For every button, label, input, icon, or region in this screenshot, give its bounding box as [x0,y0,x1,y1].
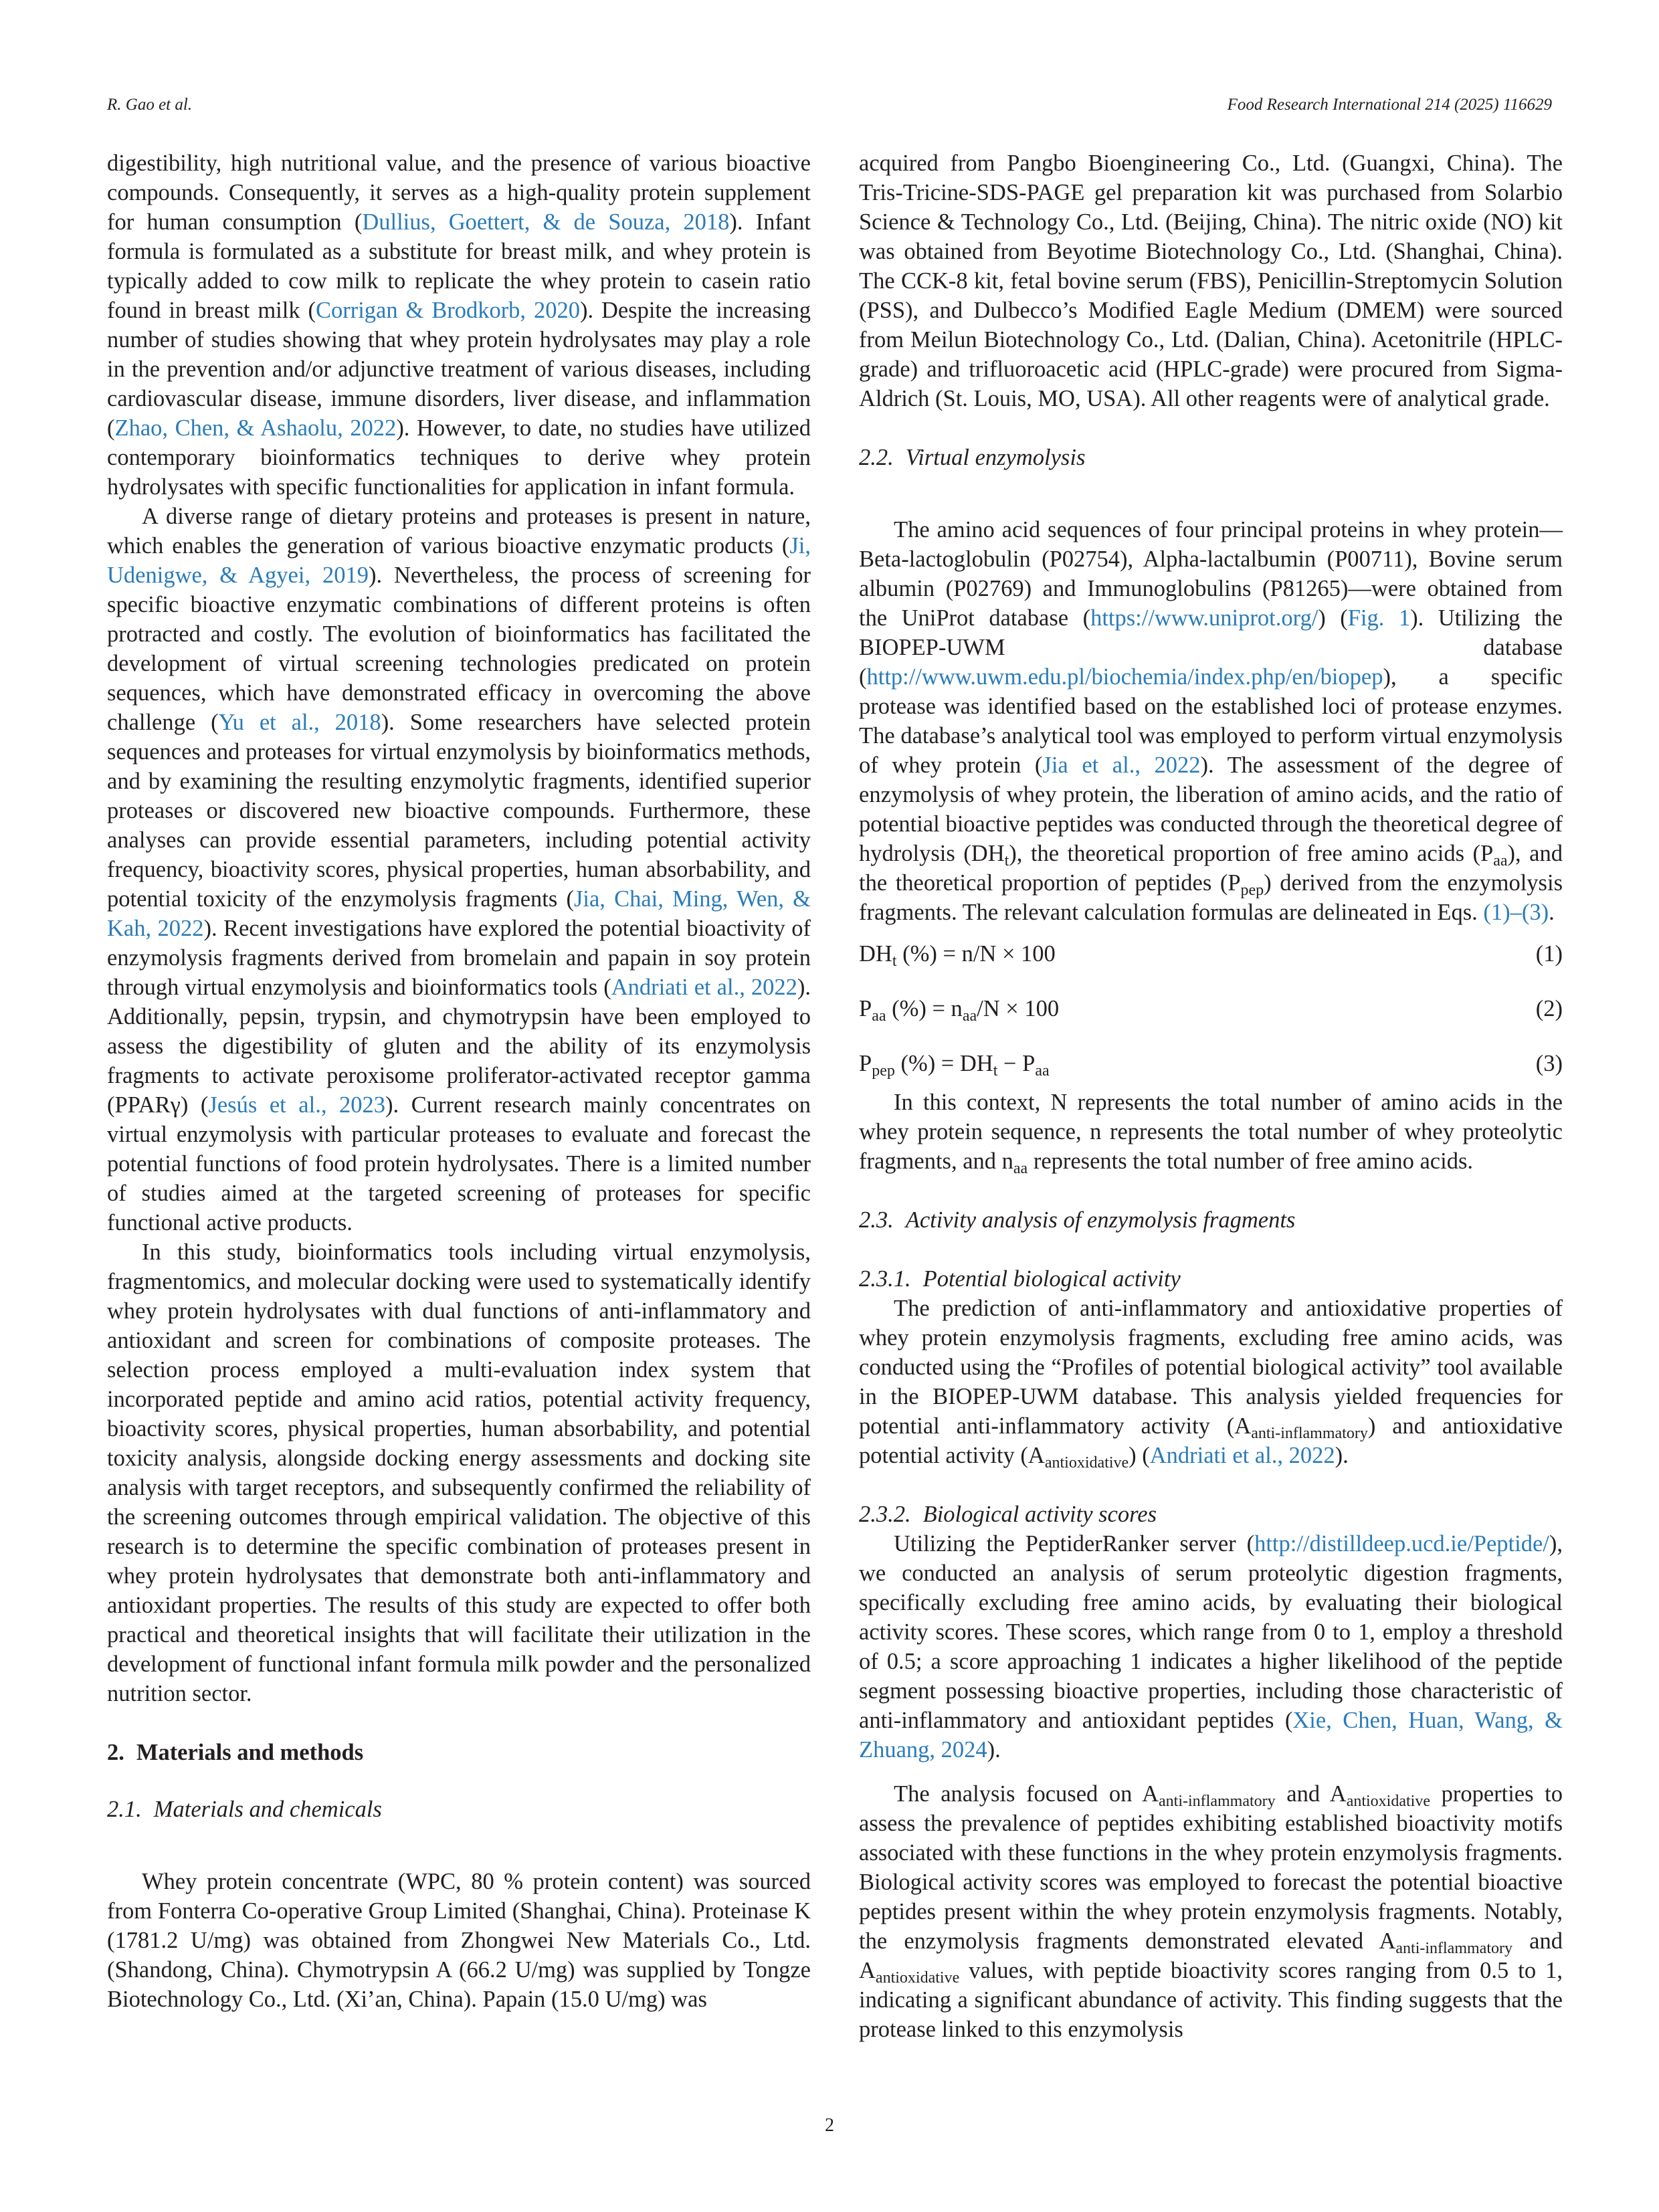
paragraph-materials-continued: acquired from Pangbo Bioengineering Co.,… [859,150,1563,411]
peptideranker-link[interactable]: http://distilldeep.ucd.ie/Peptide/ [1254,1531,1549,1556]
citation-link[interactable]: Ji, Udenigwe, & Agyei, 2019 [107,533,811,588]
subsection-heading-virtual-enzymolysis: 2.2.Virtual enzymolysis [859,445,1086,470]
citation-link[interactable]: Andriati et al., 2022 [1149,1443,1335,1468]
citation-link[interactable]: Jia, Chai, Ming, Wen, & Kah, 2022 [107,886,811,941]
citation-link[interactable]: Xie, Chen, Huan, Wang, & Zhuang, 2024 [859,1708,1563,1763]
left-column: digestibility, high nutritional value, a… [107,148,811,2014]
paragraph-potential-activity: The prediction of anti-inflammatory and … [859,1296,1563,1472]
citation-link[interactable]: Jesús et al., 2023 [208,1092,386,1118]
paragraph-intro-continued: digestibility, high nutritional value, a… [107,150,811,500]
citation-link[interactable]: Yu et al., 2018 [218,710,381,735]
equation-number: (1) [1535,941,1563,967]
equation-number: (3) [1535,1051,1563,1076]
running-header-authors: R. Gao et al. [107,96,193,114]
subsection-heading-materials-chemicals: 2.1.Materials and chemicals [107,1797,382,1822]
biopep-link[interactable]: http://www.uwm.edu.pl/biochemia/index.ph… [866,664,1383,690]
equation-1: DHt (%) = n/N × 100(1) [859,939,1563,969]
subsection-heading-activity-analysis: 2.3.Activity analysis of enzymolysis fra… [859,1207,1296,1233]
citation-link[interactable]: Dullius, Goettert, & de Souza, 2018 [362,209,730,235]
equation-number: (2) [1535,996,1563,1021]
equation-3: Ppep (%) = DHt − Paa(3) [859,1049,1563,1079]
paragraph-proteases: A diverse range of dietary proteins and … [107,504,811,1235]
paragraph-analysis-focus: The analysis focused on Aanti-inflammato… [859,1781,1563,2042]
running-header-journal: Food Research International 214 (2025) 1… [1227,96,1552,114]
subsubsection-heading-potential-activity: 2.3.1.Potential biological activity [859,1266,1181,1292]
paragraph-virtual-enzymolysis: The amino acid sequences of four princip… [859,517,1563,925]
paragraph-activity-scores: Utilizing the PeptiderRanker server (htt… [859,1531,1563,1763]
citation-link[interactable]: Jia et al., 2022 [1042,752,1201,778]
uniprot-link[interactable]: https://www.uniprot.org/ [1090,605,1319,631]
page-number: 2 [825,2115,834,2136]
paragraph-this-study: In this study, bioinformatics tools incl… [107,1239,811,1706]
citation-link[interactable]: Corrigan & Brodkorb, 2020 [315,298,580,323]
figure-link[interactable]: Fig. 1 [1347,605,1411,631]
right-column: acquired from Pangbo Bioengineering Co.,… [859,148,1563,2044]
citation-link[interactable]: Zhao, Chen, & Ashaolu, 2022 [114,415,397,441]
equation-link[interactable]: (1)–(3) [1483,900,1549,925]
equation-2: Paa (%) = naa/N × 100(2) [859,994,1563,1024]
citation-link[interactable]: Andriati et al., 2022 [611,975,797,1000]
subsubsection-heading-activity-scores: 2.3.2.Biological activity scores [859,1502,1157,1527]
paragraph-materials: Whey protein concentrate (WPC, 80 % prot… [107,1869,811,2012]
paragraph-variables: In this context, N represents the total … [859,1090,1563,1177]
section-heading-materials-methods: 2.Materials and methods [107,1740,364,1765]
